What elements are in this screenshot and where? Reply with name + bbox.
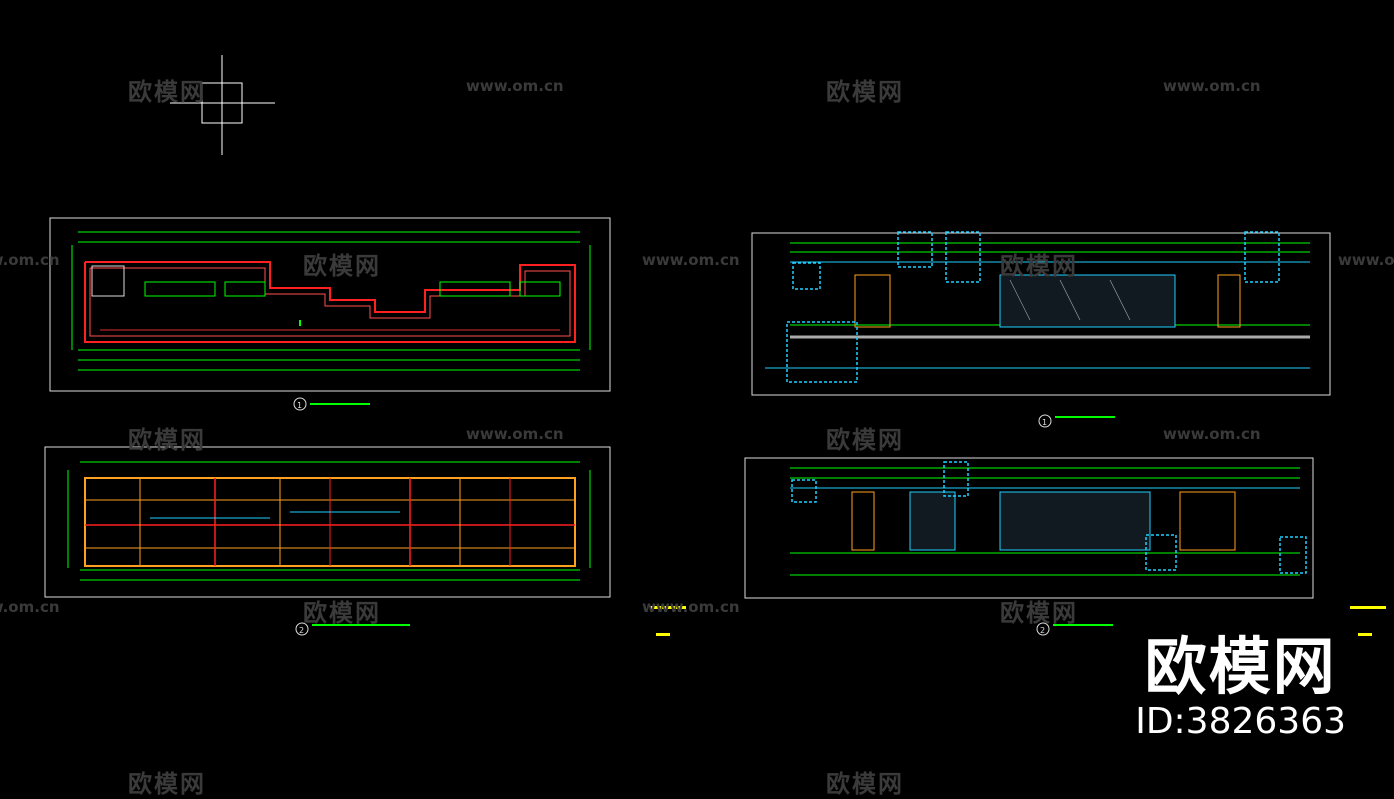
watermark-url: www.om.cn <box>466 77 564 95</box>
watermark-url: www.om.cn <box>466 425 564 443</box>
watermark-cn: 欧模网 <box>1000 599 1078 627</box>
accent-mark <box>650 606 686 609</box>
watermark-cn: 欧模网 <box>303 599 381 627</box>
accent-mark <box>656 633 670 636</box>
model-id: ID:3826363 <box>1135 701 1346 742</box>
watermark-url: www.om.cn <box>0 598 60 616</box>
drawing-frame-plan-1 <box>49 217 611 411</box>
watermark-cn: 欧模网 <box>826 770 904 798</box>
watermark-url: www.om.cn <box>1338 251 1394 269</box>
brand-logo: 欧模网 <box>1144 630 1337 703</box>
watermark-url: www.om.cn <box>642 598 740 616</box>
drawing-number: 1 <box>1042 418 1047 427</box>
cad-canvas[interactable]: 1 2 1 2 <box>0 0 1394 779</box>
accent-mark <box>1350 606 1386 609</box>
watermark-cn: 欧模网 <box>826 78 904 106</box>
watermark-cn: 欧模网 <box>128 426 206 454</box>
watermark-url: www.om.cn <box>642 251 740 269</box>
drawing-frame-elevation-1 <box>751 231 1331 428</box>
drawing-frame-plan-2 <box>44 446 611 636</box>
watermark-cn: 欧模网 <box>128 78 206 106</box>
watermark-cn: 欧模网 <box>1000 252 1078 280</box>
watermark-cn: 欧模网 <box>826 426 904 454</box>
drawing-frame-elevation-2 <box>744 457 1314 636</box>
brand-stamp: 欧模网 ID:3826363 <box>1135 632 1346 742</box>
watermark-url: www.om.cn <box>1163 425 1261 443</box>
crosshair-cursor-icon <box>170 55 275 155</box>
watermark-cn: 欧模网 <box>303 252 381 280</box>
accent-mark <box>1358 633 1372 636</box>
drawing-number: 2 <box>299 626 304 635</box>
watermark-url: www.om.cn <box>1163 77 1261 95</box>
drawing-number: 1 <box>297 401 302 410</box>
watermark-cn: 欧模网 <box>128 770 206 798</box>
watermark-url: www.om.cn <box>0 251 60 269</box>
drawing-number: 2 <box>1040 626 1045 635</box>
